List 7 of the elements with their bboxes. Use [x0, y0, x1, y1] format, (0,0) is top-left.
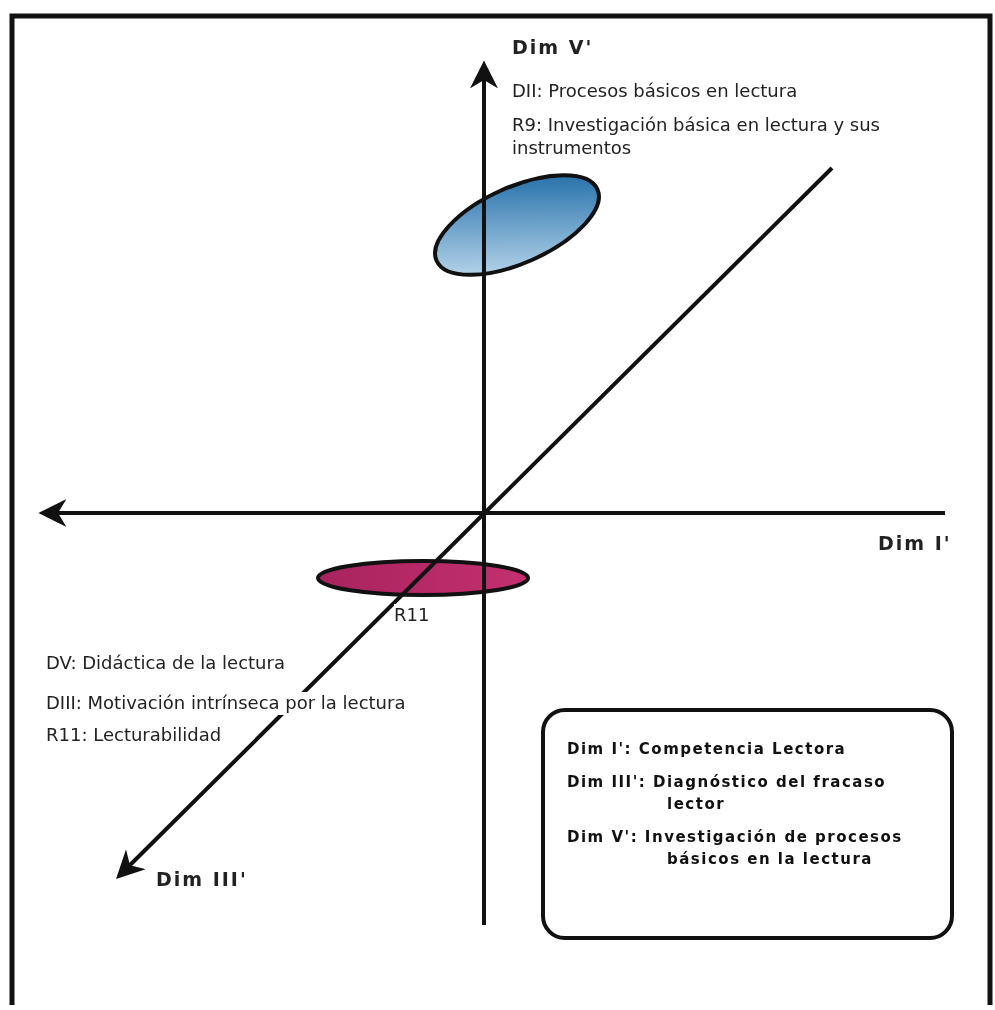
region-ellipse	[316, 559, 530, 597]
legend-box	[541, 708, 954, 940]
dimension-definition: Dim I': Competencia Lectora	[567, 739, 848, 760]
dimension-definition: Dim III': Diagnóstico del fracaso lector	[567, 771, 888, 815]
dimension-definition: Dim V': Investigación de procesos básicos en la lectura	[567, 826, 904, 870]
annotation-text: DIII: Motivación intrínseca por la lectura	[46, 692, 406, 715]
region-ellipse	[433, 173, 601, 277]
